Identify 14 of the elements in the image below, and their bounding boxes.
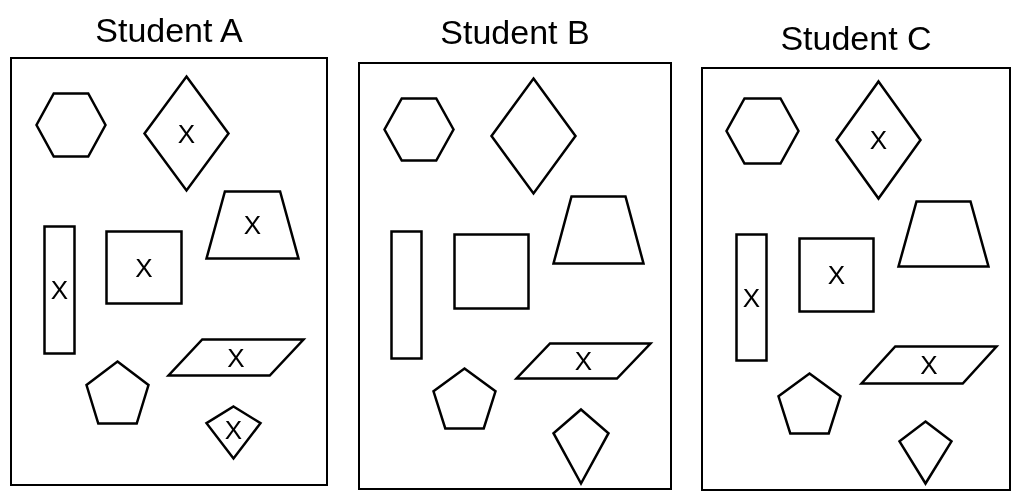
mark-label: X bbox=[827, 262, 846, 288]
mark-label: X bbox=[135, 254, 153, 281]
mark-label: X bbox=[920, 352, 938, 378]
mark-label: X bbox=[574, 348, 593, 374]
panel-heading: Student A bbox=[94, 11, 244, 50]
mark-label: X bbox=[227, 344, 245, 371]
mark-label: X bbox=[243, 212, 262, 238]
panel-heading: Student B bbox=[439, 13, 591, 52]
mark-label: X bbox=[224, 416, 243, 443]
mark-label: X bbox=[177, 120, 196, 147]
mark-label: X bbox=[742, 284, 761, 311]
panel-heading: Student C bbox=[779, 19, 933, 58]
mark-label: X bbox=[869, 127, 888, 153]
mark-label: X bbox=[50, 277, 69, 303]
